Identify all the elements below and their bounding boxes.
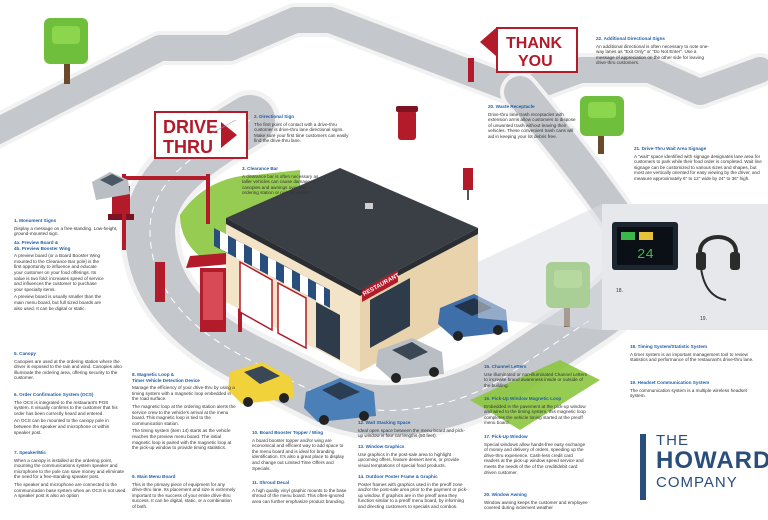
caption-speaker-mic: 7. Speaker/Mic When a canopy is installe…	[14, 450, 127, 499]
caption-ocs: 6. Order Confirmation System (OCS) The O…	[14, 392, 118, 435]
equipment-photo-panel: 24 18. 19.	[478, 204, 768, 330]
caption-wait-area-signage: 21. Drive-Thru Wait Area Signage A "wait…	[634, 146, 762, 181]
caption-waste-receptacle: 20. Waste Receptacle Drive-thru lane tra…	[488, 104, 576, 139]
caption-canopy: 5. Canopy Canopies are used at the order…	[14, 351, 122, 381]
waste-receptacle	[396, 106, 418, 140]
tree-top-left	[44, 18, 88, 84]
caption-shroud-decal: 11. Shroud Decal A high quality vinyl gr…	[252, 480, 347, 504]
thank-you-line2: YOU	[518, 53, 553, 70]
caption-window-graphics: 13. Window Graphics Use graphics in the …	[358, 444, 460, 468]
restaurant-building: RESTAURANT	[214, 168, 478, 372]
howard-company-logo: THE HOWARD COMPANY	[640, 432, 768, 512]
caption-headset: 19. Headset Communication System The com…	[630, 380, 747, 398]
caption-pickup-window: 17. Pick-Up Window Special windows allow…	[484, 434, 586, 475]
car-silver-bottom	[376, 338, 444, 383]
caption-preview-board: 4a. Preview Board & 4b. Preview Booster …	[14, 240, 104, 311]
callout-lines	[209, 119, 237, 135]
car-yellow	[228, 362, 294, 407]
caption-timing-system: 18. Timing System/Statistic System A tim…	[630, 344, 754, 363]
caption-directional-sign: 2. Directional Sign The first point of c…	[254, 114, 349, 144]
caption-clearance-bar: 3. Clearance Bar A clearance bar is ofte…	[242, 166, 319, 196]
caption-pickup-loop: 16. Pick-Up Window Magnetic Loop Embedde…	[484, 396, 586, 426]
logo-bar	[640, 434, 646, 500]
drive-thru-sign-line2: THRU	[163, 137, 213, 157]
drive-thru-sign-line1: DRIVE	[163, 117, 218, 137]
thank-you-sign: THANK YOU	[468, 27, 578, 82]
preview-board	[155, 262, 165, 302]
caption-board-booster: 10. Board Booster Topper / Wing A board …	[252, 430, 345, 471]
clearance-bar	[122, 174, 210, 250]
photo-label-headset: 19.	[700, 316, 707, 322]
caption-additional-directional: 22. Additional Directional Signs An addi…	[596, 36, 709, 66]
tree-right	[580, 96, 624, 154]
main-menu-board	[200, 268, 226, 332]
photo-label-timer: 18.	[616, 288, 623, 294]
drive-thru-sign: DRIVE THRU	[154, 111, 248, 159]
timer-readout: 24	[637, 247, 654, 263]
thank-you-line1: THANK	[506, 35, 562, 52]
caption-monument-signs: 1. Monument Signs Display a message on a…	[14, 218, 118, 237]
logo-line2: HOWARD	[656, 447, 768, 474]
logo-line3: COMPANY	[656, 474, 738, 491]
caption-window-awning: 20. Window Awning Window awning keeps th…	[484, 492, 588, 511]
car-blue-center	[304, 378, 376, 425]
caption-wait-stacking: 12. Wait Stacking Space Ideal open space…	[358, 420, 466, 439]
car-silver-top	[92, 172, 130, 200]
logo-line1: THE	[656, 432, 689, 449]
caption-magnetic-loop: 8. Magnetic Loop & Timer Vehicle Detecti…	[132, 372, 236, 451]
caption-poster-frame: 14. Outdoor Poster Frame & Graphic Poste…	[358, 474, 468, 509]
wait-area-sign	[463, 168, 473, 200]
caption-channel-letters: 15. Channel Letters Use illuminated or n…	[484, 364, 587, 388]
caption-main-menu-board: 9. Main Menu Board This is the primary p…	[132, 474, 236, 509]
